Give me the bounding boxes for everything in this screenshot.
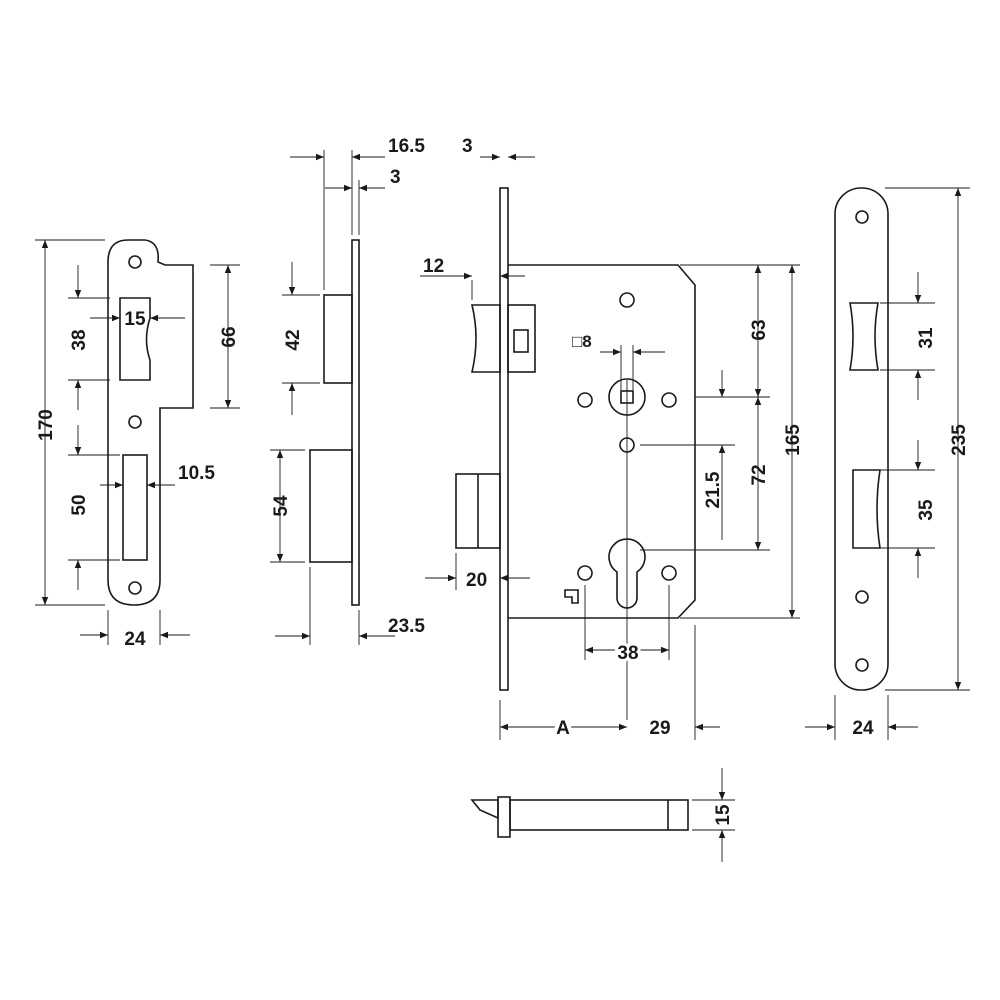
faceplate-front-view: 31 235 35 24 (805, 187, 970, 740)
dim-faceplate-thickness: 3 (462, 136, 473, 157)
lock-body-front-view: 3 12 □8 63 165 72 21.5 20 38 A 29 (420, 136, 804, 743)
dim-strike-window-w: 15 (124, 309, 146, 330)
dim-strike-height: 170 (36, 409, 57, 441)
cylinder-cutout-icon (608, 538, 646, 609)
dim-strike-window-h: 38 (69, 329, 90, 350)
dim-side-plate-thickness: 3 (390, 167, 401, 188)
dim-cyl-offset: 21.5 (703, 471, 724, 508)
dim-strike-lip-h: 66 (219, 326, 240, 347)
dim-side-latch-h: 42 (283, 329, 304, 350)
dim-bolt-projection: 20 (466, 570, 487, 591)
screw-holes (577, 292, 677, 581)
dim-side-depth: 23.5 (388, 616, 425, 637)
dim-bolt-height: 15 (713, 804, 734, 826)
dim-dist-top: 63 (749, 319, 770, 340)
dim-faceplate-width: 24 (852, 718, 874, 739)
dim-rear: 29 (649, 718, 670, 739)
screw-hole-icon (128, 415, 142, 429)
dim-faceplate-slot-h: 35 (916, 499, 937, 521)
screw-hole-icon (128, 255, 142, 269)
dim-faceplate-height: 235 (949, 424, 970, 456)
dim-spindle-square: □8 (572, 332, 592, 351)
dim-body-height: 165 (783, 424, 804, 456)
dim-side-top-offset: 16.5 (388, 136, 425, 157)
dim-backset: A (556, 718, 570, 739)
dim-strike-slot-w: 10.5 (178, 463, 215, 484)
strike-plate: 170 38 15 66 10.5 50 24 (35, 239, 240, 650)
lock-side-view: 16.5 3 42 54 23.5 (270, 136, 425, 645)
dim-center-distance: 72 (749, 464, 770, 485)
dim-strike-width: 24 (124, 629, 146, 650)
screw-hole-icon (128, 581, 142, 595)
dim-strike-slot-h: 50 (69, 494, 90, 515)
bolt-bottom-view: 15 (470, 768, 735, 862)
dim-cyl-width: 38 (617, 643, 638, 664)
dim-latch-projection: 12 (423, 256, 444, 277)
dim-side-bolt-h: 54 (271, 495, 292, 517)
dim-faceplate-window-h: 31 (916, 327, 937, 349)
